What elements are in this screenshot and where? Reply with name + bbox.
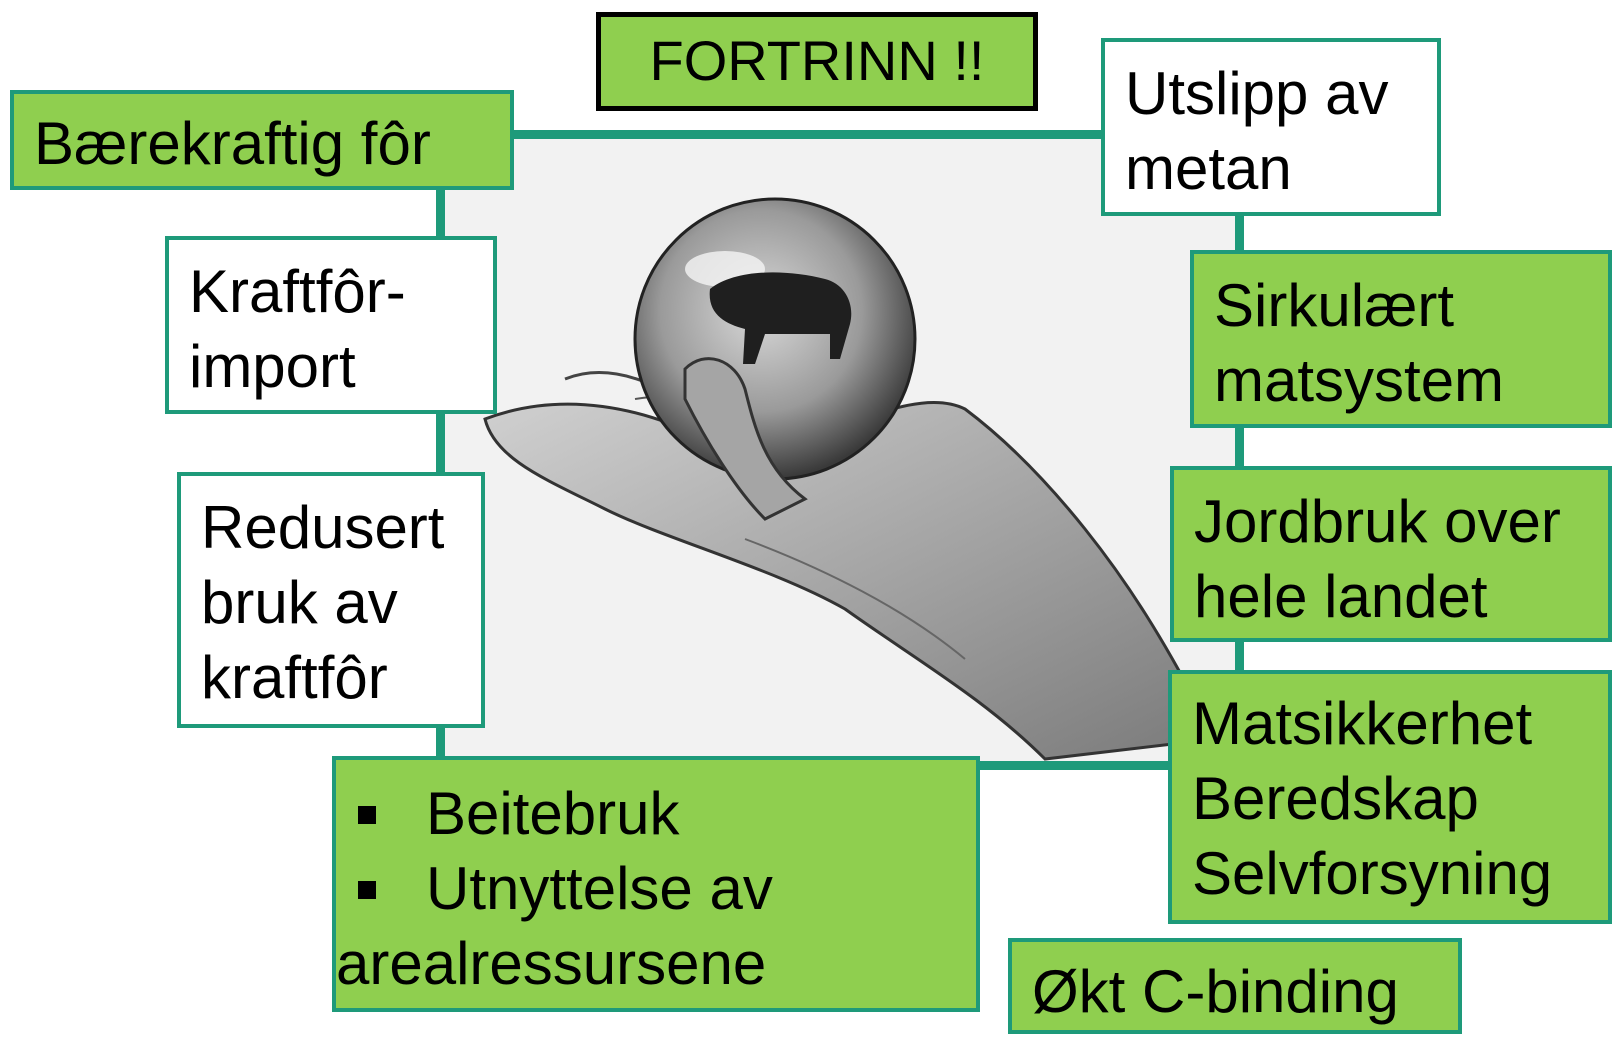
- bullet-item: Beitebruk: [336, 776, 976, 851]
- bullet-item: Utnyttelse av: [336, 851, 976, 926]
- box-kraftfor-import: Kraftfôr- import: [165, 236, 497, 414]
- box-baerekraftig-for: Bærekraftig fôr: [10, 90, 514, 190]
- box-line: matsystem: [1214, 343, 1608, 418]
- sketch-svg: [445, 139, 1235, 761]
- bullet-list: Beitebruk Utnyttelse av: [336, 776, 976, 926]
- box-line: Utslipp av: [1125, 56, 1437, 131]
- box-c-binding: Økt C-binding: [1008, 938, 1462, 1034]
- box-beitebruk: Beitebruk Utnyttelse av arealressursene: [332, 756, 980, 1012]
- box-line: Beredskap: [1192, 761, 1608, 836]
- box-redusert-bruk: Redusert bruk av kraftfôr: [177, 472, 485, 728]
- box-line: metan: [1125, 131, 1437, 206]
- box-text: Økt C-binding: [1032, 942, 1458, 1042]
- title-box: FORTRINN !!: [596, 12, 1038, 111]
- box-line: Redusert: [201, 490, 481, 565]
- box-jordbruk: Jordbruk over hele landet: [1170, 466, 1612, 642]
- box-line: hele landet: [1194, 559, 1608, 634]
- box-line: Matsikkerhet: [1192, 686, 1608, 761]
- glass-sphere: [635, 199, 915, 479]
- bullet-continuation: arealressursene: [336, 926, 976, 1001]
- box-line: import: [189, 329, 493, 404]
- box-line: Kraftfôr-: [189, 254, 493, 329]
- hand-holding-sphere-illustration: [445, 139, 1235, 761]
- box-line: kraftfôr: [201, 640, 481, 715]
- box-line: Jordbruk over: [1194, 484, 1608, 559]
- box-sirkulaert-matsystem: Sirkulært matsystem: [1190, 250, 1612, 428]
- box-utslipp-metan: Utslipp av metan: [1101, 38, 1441, 216]
- box-line: Sirkulært: [1214, 268, 1608, 343]
- box-line: Selvforsyning: [1192, 836, 1608, 911]
- title-text: FORTRINN !!: [650, 29, 985, 92]
- box-text: Bærekraftig fôr: [34, 94, 510, 194]
- box-matsikkerhet: Matsikkerhet Beredskap Selvforsyning: [1168, 670, 1612, 924]
- box-line: bruk av: [201, 565, 481, 640]
